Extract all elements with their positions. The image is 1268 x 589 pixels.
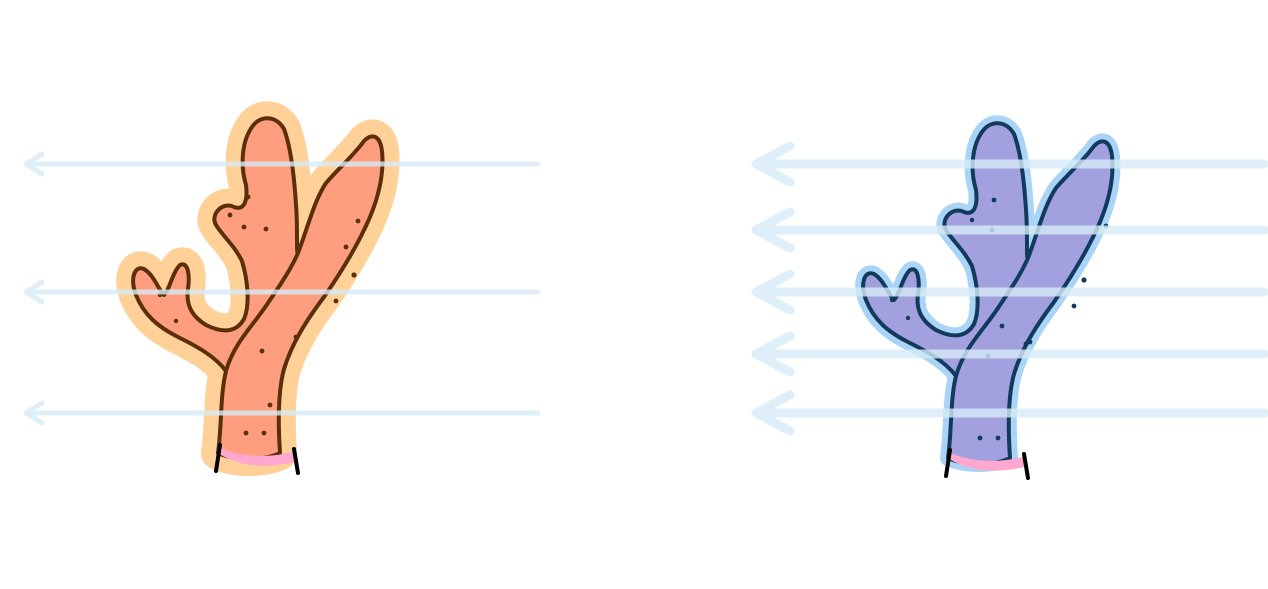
left-base-edge-left (214, 443, 222, 473)
right-base-edge-left (944, 448, 952, 478)
left-coral (133, 118, 382, 473)
right-flow-arrow-5 (751, 390, 1268, 436)
right-panel (863, 123, 1112, 480)
right-flow-arrow-2 (751, 207, 1268, 253)
right-base-edge-right (1022, 452, 1030, 480)
left-flow-arrow-2 (23, 279, 541, 305)
left-coral-base (218, 447, 298, 466)
left-base-edge-right (292, 447, 300, 475)
left-flow-arrows (23, 151, 541, 426)
right-flow-arrow-4 (751, 331, 1268, 377)
left-flow-arrow-1 (23, 151, 541, 177)
right-flow-arrows (751, 141, 1268, 436)
left-coral-dots (157, 194, 361, 436)
right-coral (863, 123, 1112, 480)
left-panel (133, 118, 382, 473)
left-flow-arrow-3 (23, 400, 541, 426)
right-flow-arrow-3 (751, 269, 1268, 315)
right-flow-arrow-1 (751, 141, 1268, 187)
right-coral-base (948, 452, 1028, 471)
